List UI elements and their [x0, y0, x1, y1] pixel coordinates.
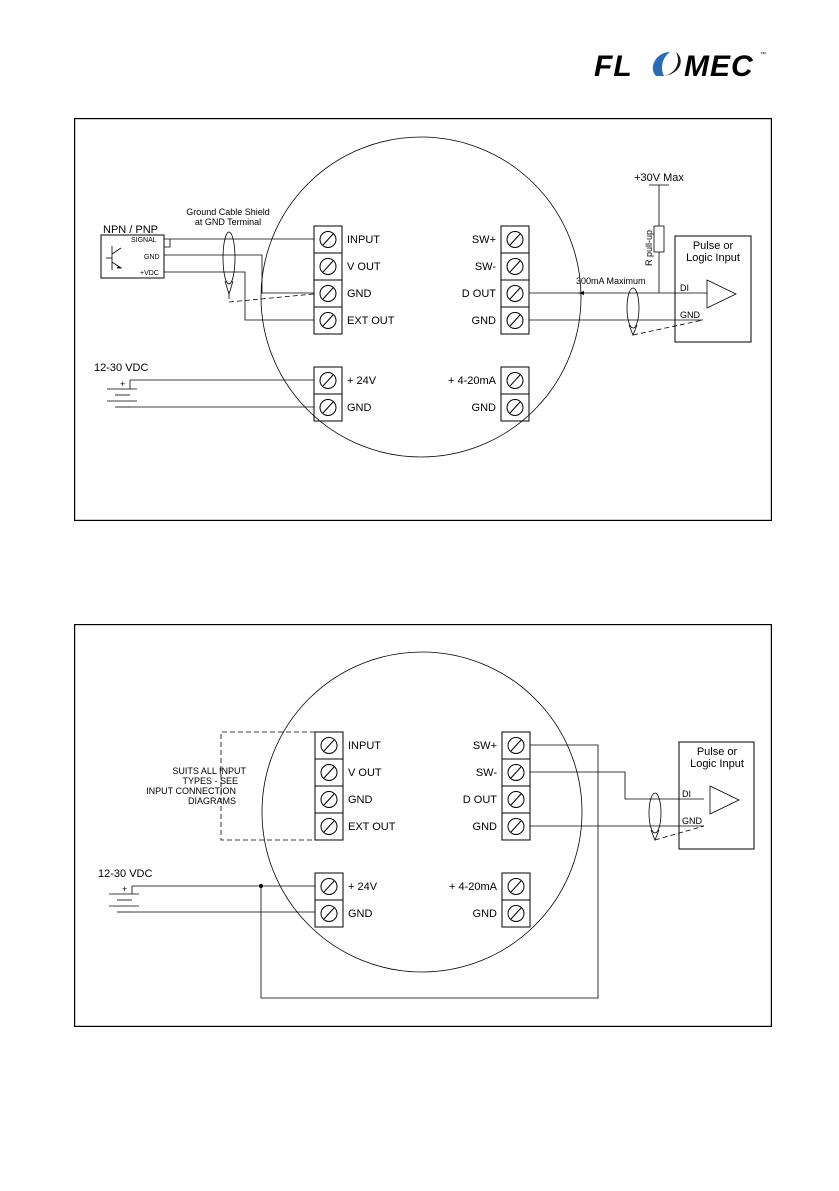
- pullup-voltage: +30V Max: [634, 172, 684, 184]
- device-title-line1: Pulse or: [697, 746, 738, 758]
- sensor-box: [100, 234, 165, 279]
- terminal-block-left-bottom: [313, 366, 343, 422]
- device-pin-di: DI: [682, 789, 691, 799]
- terminal-block-left-top: [313, 225, 343, 335]
- wiring-diagram-2: INPUT V OUT GND EXT OUT SW+ SW- D OUT GN…: [74, 624, 772, 1027]
- cable-shield-1: [222, 231, 236, 285]
- sensor-pin-gnd: GND: [144, 254, 160, 261]
- terminal-label-sw-minus: SW-: [475, 261, 497, 273]
- buffer-triangle-icon: [703, 279, 737, 309]
- supply-label: 12-30 VDC: [98, 868, 152, 880]
- terminal-label-ext-out: EXT OUT: [348, 821, 396, 833]
- logo-tm: ™: [760, 51, 766, 58]
- battery-icon: [109, 885, 315, 913]
- terminal-label-24v: + 24V: [348, 881, 378, 893]
- shield-ground-2: [632, 319, 704, 336]
- terminal-label-gnd-right: GND: [473, 821, 498, 833]
- sensor-pin-vdc: +VDC: [140, 270, 159, 277]
- terminal-label-gnd: GND: [347, 288, 372, 300]
- logic-input-box: [678, 741, 755, 850]
- input-note-line2: TYPES - SEE: [182, 776, 238, 786]
- input-note-bracket: [220, 731, 315, 841]
- current-arrow-icon: [578, 291, 584, 295]
- sensor-pin-signal: SIGNAL: [131, 237, 157, 244]
- sensor-wires: [164, 238, 314, 321]
- supply-plus: +: [122, 884, 127, 894]
- sensor-title: NPN / PNP: [103, 224, 158, 236]
- shield-drain-1: [224, 280, 234, 296]
- shield-ground-1: [228, 293, 315, 303]
- device-pin-gnd: GND: [682, 816, 703, 826]
- device-title-line2: Logic Input: [686, 252, 740, 264]
- terminal-block-right-top: [500, 225, 530, 335]
- terminal-label-input: INPUT: [347, 234, 380, 246]
- device-title-line2: Logic Input: [690, 758, 744, 770]
- buffer-triangle-icon: [709, 785, 740, 815]
- loop-wire-sw-plus: [260, 744, 599, 999]
- meter-circle: [260, 136, 582, 458]
- terminal-label-gnd-analog: GND: [473, 908, 498, 920]
- diagram-frame: [74, 118, 772, 521]
- terminal-label-v-out: V OUT: [347, 261, 381, 273]
- terminal-block-right-bottom: [501, 872, 531, 928]
- input-note-line1: SUITS ALL INPUT: [172, 766, 246, 776]
- terminal-label-sw-plus: SW+: [473, 740, 497, 752]
- terminal-label-input: INPUT: [348, 740, 381, 752]
- terminal-block-right-top: [501, 731, 531, 841]
- terminal-label-ext-out: EXT OUT: [347, 315, 395, 327]
- device-title-line1: Pulse or: [693, 240, 734, 252]
- terminal-label-gnd-supply: GND: [348, 908, 373, 920]
- terminal-label-sw-minus: SW-: [476, 767, 498, 779]
- current-note: 300mA Maximum: [576, 276, 646, 286]
- cable-shield: [648, 792, 662, 834]
- pullup-wiring: [649, 184, 669, 293]
- terminal-block-left-bottom: [314, 872, 344, 928]
- logic-input-box: [674, 235, 752, 343]
- logo-text-fl: FL: [594, 50, 633, 82]
- terminal-label-gnd: GND: [348, 794, 373, 806]
- transistor-icon: [106, 246, 123, 270]
- shield-note-line1: Ground Cable Shield: [186, 207, 270, 217]
- meter-circle: [261, 651, 583, 973]
- terminal-label-4-20ma: + 4-20mA: [449, 881, 498, 893]
- terminal-label-gnd-right: GND: [472, 315, 497, 327]
- supply-plus: +: [120, 379, 125, 389]
- shield-note-line2: at GND Terminal: [195, 217, 261, 227]
- supply-label: 12-30 VDC: [94, 362, 148, 374]
- cable-shield-2: [626, 287, 640, 329]
- terminal-label-d-out: D OUT: [462, 288, 497, 300]
- pullup-label: R pull-up: [644, 230, 654, 266]
- logo-swoosh-icon: [652, 52, 681, 76]
- terminal-label-v-out: V OUT: [348, 767, 382, 779]
- terminal-label-4-20ma: + 4-20mA: [448, 375, 497, 387]
- diagram-frame: [74, 624, 772, 1027]
- input-note-line3: INPUT CONNECTION: [146, 786, 236, 796]
- device-pin-gnd: GND: [680, 310, 701, 320]
- terminal-label-24v: + 24V: [347, 375, 377, 387]
- device-pin-di: DI: [680, 283, 689, 293]
- terminal-label-d-out: D OUT: [463, 794, 498, 806]
- terminal-block-right-bottom: [500, 366, 530, 422]
- output-wires: [530, 771, 704, 827]
- logo-text-mec: MEC: [684, 50, 754, 82]
- battery-icon: [107, 379, 314, 408]
- input-note-line4: DIAGRAMS: [188, 796, 236, 806]
- terminal-label-gnd-supply: GND: [347, 402, 372, 414]
- flomec-logo: FL MEC ™: [594, 50, 766, 82]
- output-wires: [529, 292, 703, 321]
- terminal-label-sw-plus: SW+: [472, 234, 496, 246]
- terminal-block-left-top: [314, 731, 344, 841]
- wiring-diagram-1: INPUT V OUT GND EXT OUT SW+ SW- D OUT GN…: [74, 118, 772, 521]
- terminal-label-gnd-analog: GND: [472, 402, 497, 414]
